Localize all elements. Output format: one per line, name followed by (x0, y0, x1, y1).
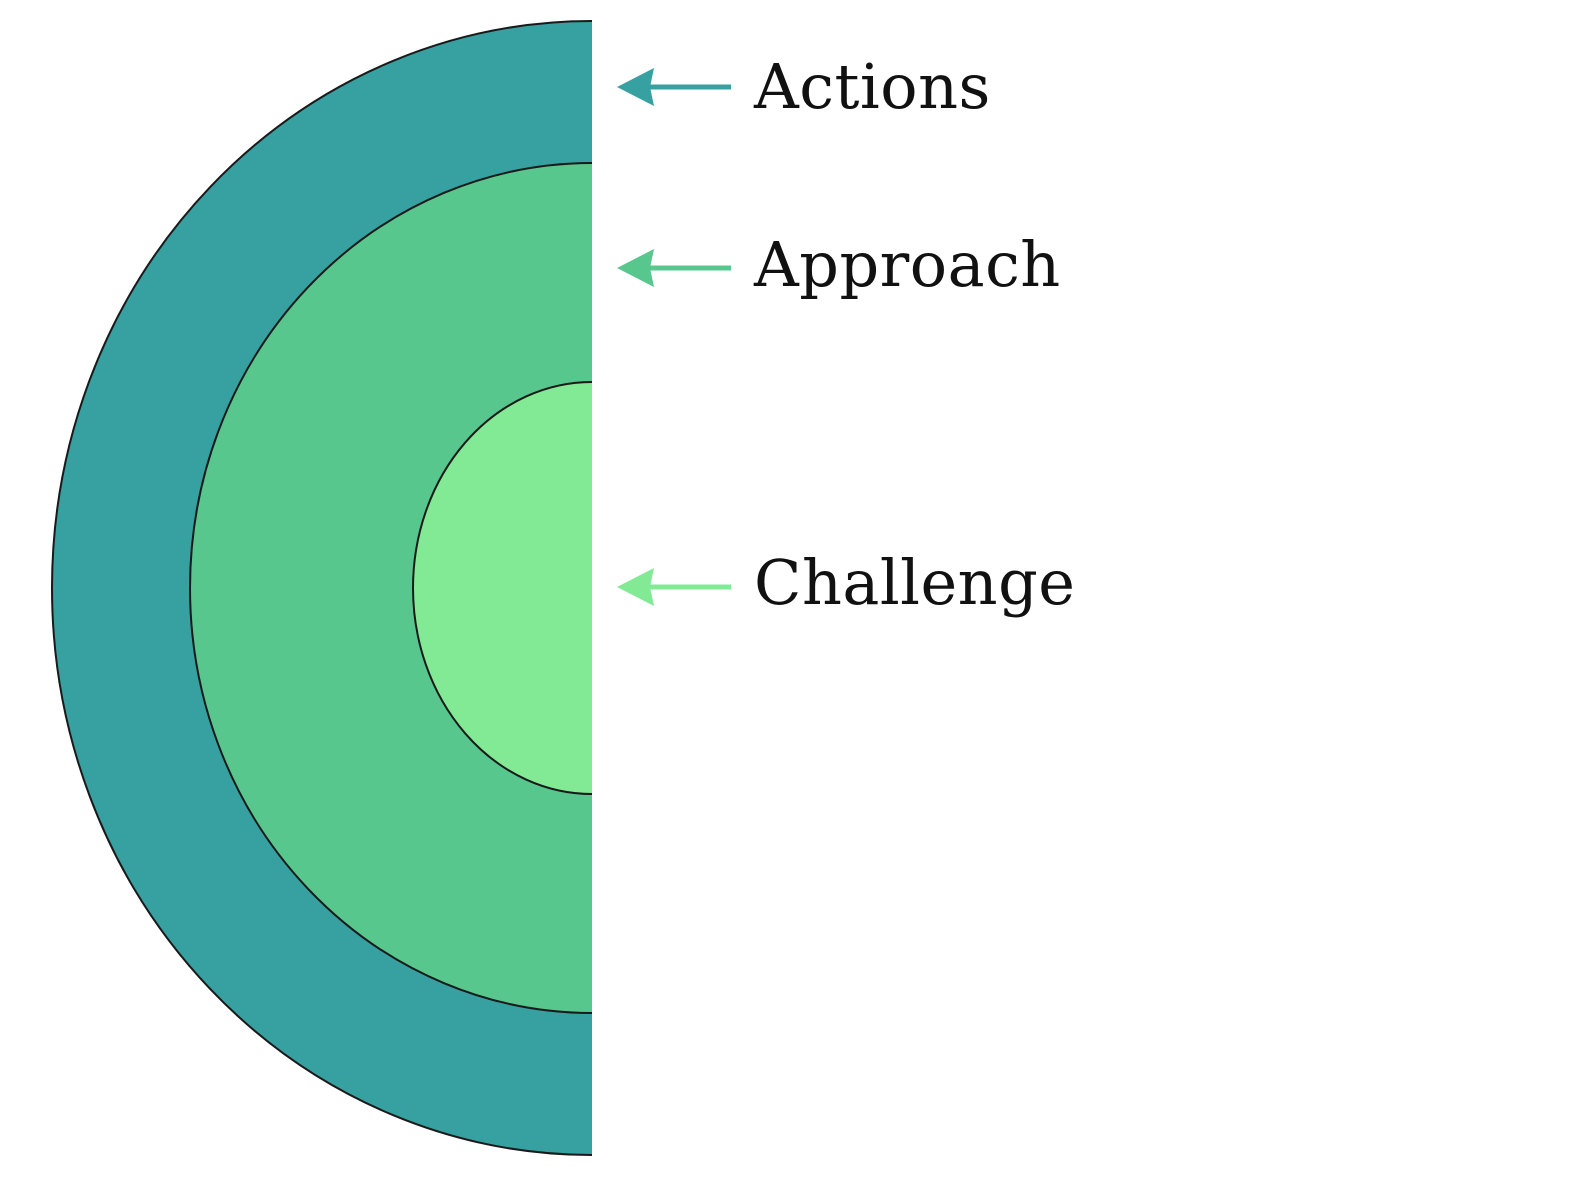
ring-challenge-inner[interactable] (412, 381, 771, 795)
arrow-actions-head (617, 68, 654, 106)
ring-label-approach: Approach (754, 228, 1061, 301)
ring-label-actions: Actions (754, 50, 991, 123)
arrow-actions (617, 68, 731, 106)
arrow-approach-head (617, 249, 654, 287)
arrow-challenge (617, 568, 731, 606)
arrow-challenge-head (617, 568, 654, 606)
ring-approach-middle[interactable] (189, 162, 994, 1014)
arrow-approach (617, 249, 731, 287)
ring-label-challenge: Challenge (754, 546, 1076, 619)
